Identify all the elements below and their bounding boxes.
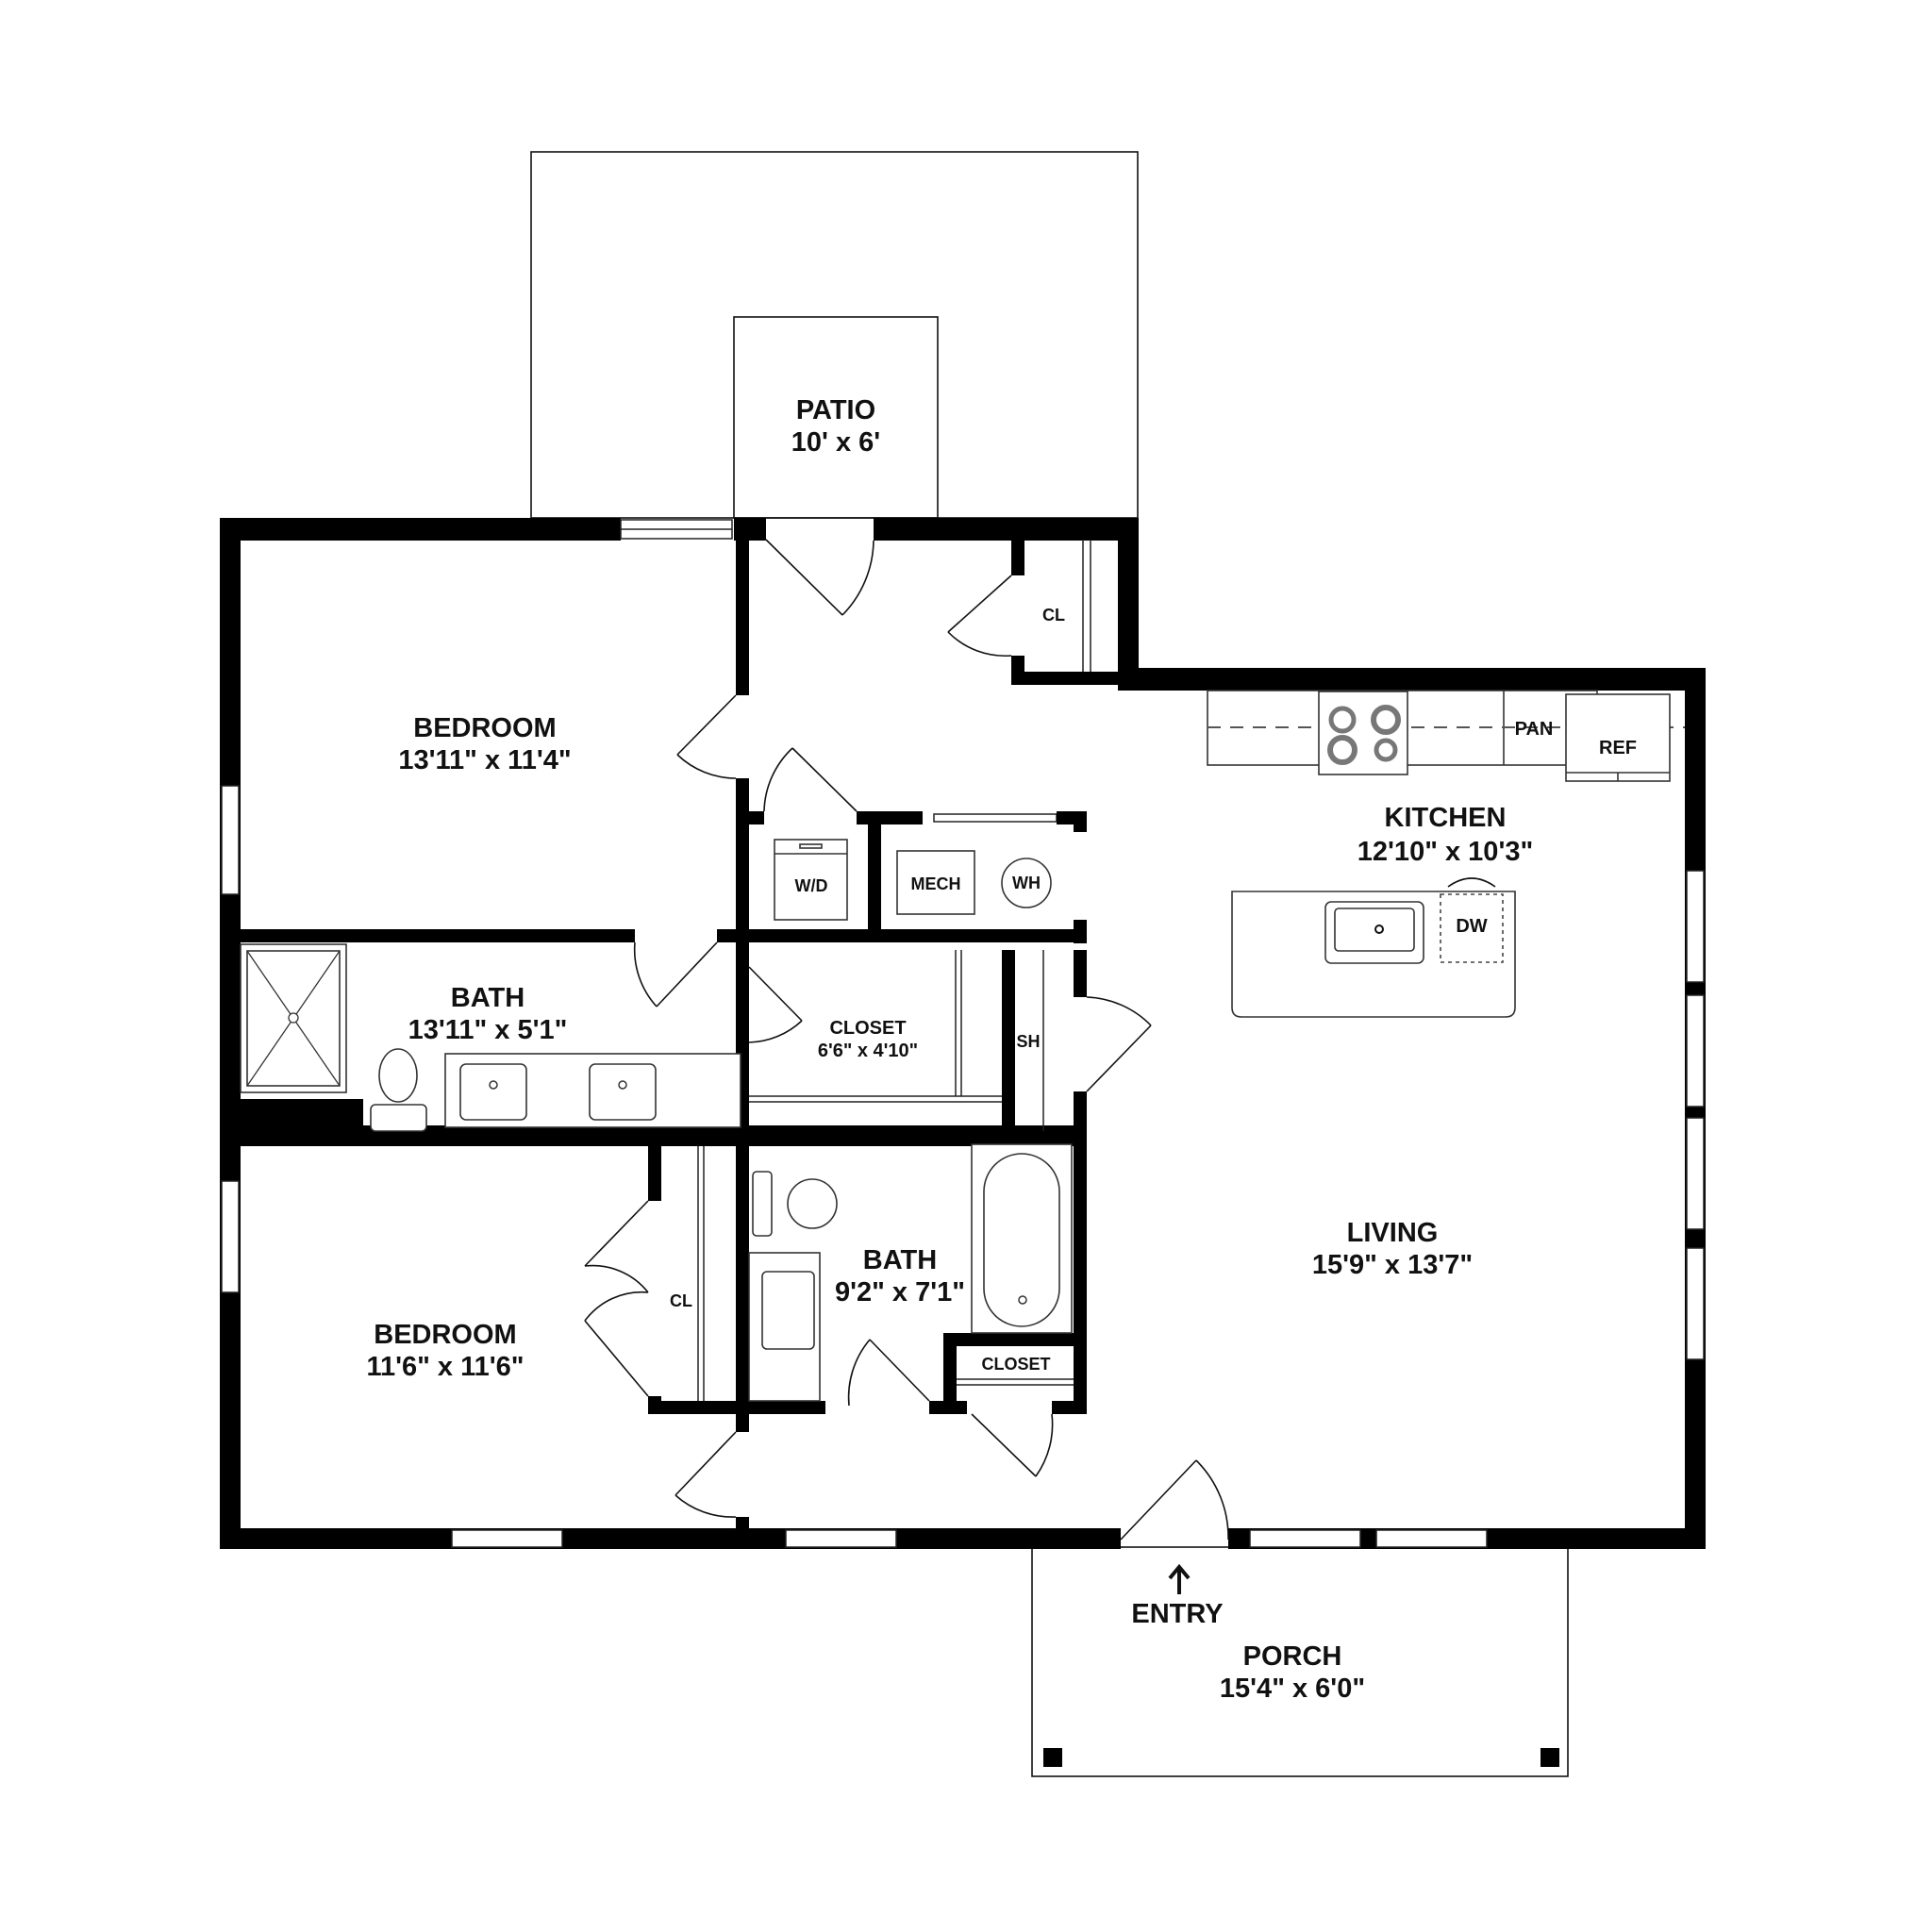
water-heater-label: WH [1012,874,1041,892]
svg-text:BATH: BATH [451,983,525,1013]
closet-shelf [697,1146,705,1401]
vanity-counter [444,1053,741,1128]
svg-text:13'11" x 11'4": 13'11" x 11'4" [398,745,571,775]
closet-shelf [749,950,1044,1131]
sink-icon [589,1063,657,1121]
stove-icon [1318,691,1408,775]
svg-text:BEDROOM: BEDROOM [374,1320,516,1350]
svg-text:9'2" x 7'1": 9'2" x 7'1" [835,1277,965,1307]
room-label-bath-primary: BATH 13'11" x 5'1" [408,983,568,1045]
toilet-icon [752,1171,838,1237]
svg-text:6'6" x 4'10": 6'6" x 4'10" [818,1041,918,1061]
svg-text:13'11" x 5'1": 13'11" x 5'1" [408,1015,568,1045]
svg-text:PORCH: PORCH [1243,1641,1342,1672]
doors [584,539,1229,1541]
svg-text:11'6" x 11'6": 11'6" x 11'6" [366,1352,524,1382]
dishwasher-label: DW [1456,916,1487,937]
svg-text:LIVING: LIVING [1347,1218,1439,1248]
room-label-closet: CLOSET 6'6" x 4'10" [818,1018,918,1061]
mechanical-unit-icon [896,850,975,915]
vanity-counter [748,1252,821,1402]
refrigerator-label: REF [1599,738,1637,758]
svg-text:12'10" x 10'3": 12'10" x 10'3" [1357,837,1533,867]
closet-label-lower: CL [670,1291,692,1310]
refrigerator-icon [1565,693,1671,782]
kitchen-island [1231,877,1516,1018]
small-closet-label: CLOSET [981,1355,1050,1374]
entry-arrow-icon [1168,1563,1191,1594]
svg-text:10' x 6': 10' x 6' [791,427,880,458]
entry-label: ENTRY [1131,1599,1223,1629]
svg-text:15'9" x 13'7": 15'9" x 13'7" [1312,1250,1473,1280]
closet-shelf [957,1378,1074,1386]
room-label-living: LIVING 15'9" x 13'7" [1312,1218,1473,1280]
windows [221,519,1705,1548]
room-label-bath-secondary: BATH 9'2" x 7'1" [835,1245,965,1307]
bathtub-icon [971,1143,1073,1334]
room-label-bedroom-upper: BEDROOM 13'11" x 11'4" [398,713,571,775]
sink-icon [459,1063,527,1121]
svg-text:BEDROOM: BEDROOM [413,713,556,743]
room-label-kitchen: KITCHEN 12'10" x 10'3" [1357,803,1533,867]
room-label-patio: PATIO 10' x 6' [791,395,880,458]
svg-text:PATIO: PATIO [796,395,875,425]
porch-post [1541,1748,1559,1767]
toilet-icon [370,1048,427,1132]
interior-walls [220,540,1119,1540]
room-label-porch: PORCH 15'4" x 6'0" [1220,1641,1365,1704]
patio-area [530,151,1139,519]
porch-post [1043,1748,1062,1767]
pantry-label: PAN [1515,719,1554,740]
mech-label: MECH [911,874,961,893]
svg-text:BATH: BATH [863,1245,937,1275]
dishwasher-icon [1440,893,1504,963]
closet-label-upper: CL [1042,606,1065,625]
water-heater-icon [1001,858,1052,908]
washer-dryer-label: W/D [795,876,828,895]
room-label-bedroom-lower: BEDROOM 11'6" x 11'6" [366,1320,524,1382]
shower-icon [240,943,347,1093]
svg-text:KITCHEN: KITCHEN [1385,803,1507,833]
washer-dryer-icon [774,839,848,921]
sink-icon [761,1271,815,1350]
closet-shelf [1082,540,1091,672]
svg-text:CLOSET: CLOSET [829,1018,906,1039]
shelf-label: SH [1016,1032,1040,1051]
svg-text:15'4" x 6'0": 15'4" x 6'0" [1220,1674,1365,1704]
